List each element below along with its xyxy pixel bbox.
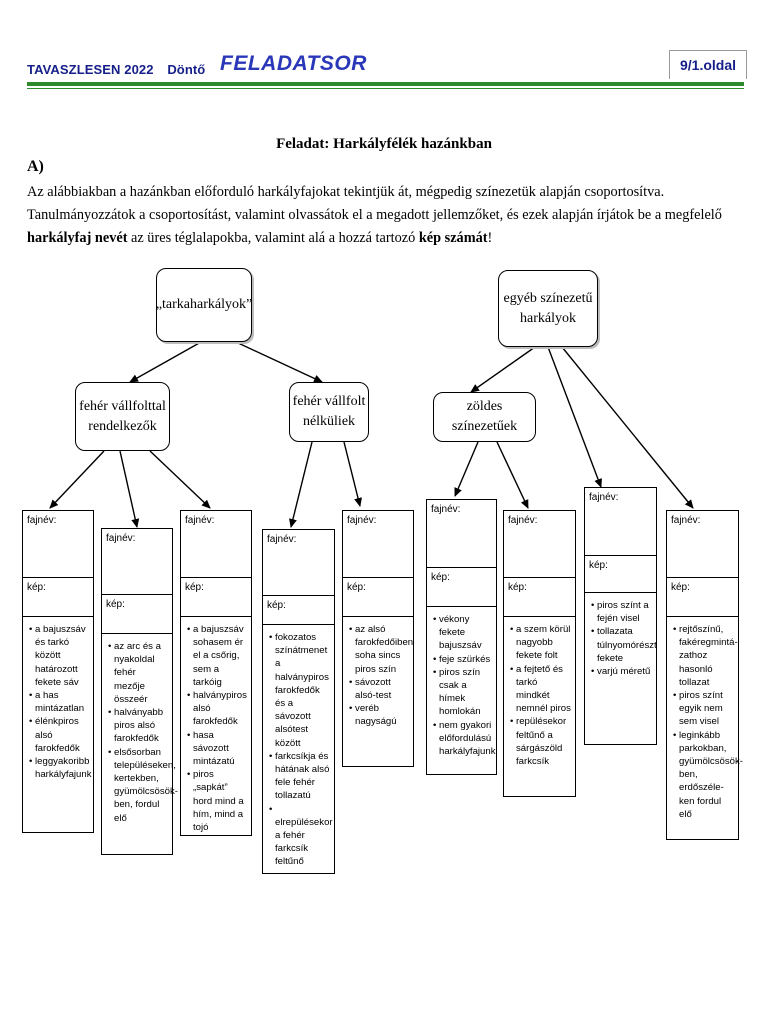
image-field[interactable]: kép: bbox=[181, 578, 251, 617]
node-label: „tarkaharkályok” bbox=[155, 297, 253, 312]
card-description: • fokozatos színátmenet a halványpiros f… bbox=[269, 632, 333, 868]
arrow bbox=[496, 441, 529, 509]
image-field[interactable]: kép: bbox=[667, 578, 738, 617]
image-label: kép: bbox=[106, 599, 125, 610]
competition-name: TAVASZLESEN 2022 bbox=[27, 62, 154, 77]
arrow bbox=[149, 450, 211, 509]
image-field[interactable]: kép: bbox=[263, 596, 334, 625]
name-label: fajnév: bbox=[347, 515, 377, 526]
arrow bbox=[129, 341, 202, 383]
species-card: fajnév: kép: • az alsó farokfedőiben soh… bbox=[342, 510, 414, 767]
header-title: FELADATSOR bbox=[220, 52, 367, 75]
image-label: kép: bbox=[347, 582, 366, 593]
name-field[interactable]: fajnév: bbox=[102, 529, 172, 595]
arrow bbox=[454, 441, 479, 497]
name-label: fajnév: bbox=[671, 515, 701, 526]
card-description: • vékony fekete bajuszsáv• feje szürkés•… bbox=[433, 614, 496, 758]
header-rule bbox=[27, 82, 744, 86]
name-label: fajnév: bbox=[589, 492, 619, 503]
arrow bbox=[235, 341, 323, 383]
species-card: fajnév: kép: • a bajuszsáv és tarkó közö… bbox=[22, 510, 94, 833]
arrow bbox=[289, 441, 313, 528]
species-card: fajnév: kép: • a bajuszsáv sohasem ér el… bbox=[180, 510, 252, 836]
name-field[interactable]: fajnév: bbox=[667, 511, 738, 578]
arrow bbox=[49, 450, 105, 509]
species-card: fajnév: kép: • piros színt a fején visel… bbox=[584, 487, 657, 745]
name-label: fajnév: bbox=[431, 504, 461, 515]
card-description: • rejtőszínű, fakéregmintá-zathoz hasonl… bbox=[673, 624, 743, 820]
page-header: TAVASZLESEN 2022 Döntő FELADATSOR 9/1.ol… bbox=[0, 0, 768, 100]
image-field[interactable]: kép: bbox=[585, 556, 656, 593]
name-field[interactable]: fajnév: bbox=[23, 511, 93, 578]
image-field[interactable]: kép: bbox=[102, 595, 172, 634]
arrow bbox=[343, 441, 362, 507]
task-instructions: Az alábbiakban a hazánkban előforduló ha… bbox=[27, 184, 722, 246]
image-label: kép: bbox=[431, 572, 450, 583]
species-card: fajnév: kép: • az arc és a nyakoldal feh… bbox=[101, 528, 178, 855]
section-label: A) bbox=[27, 158, 44, 175]
node-label: egyéb színezetű harkályok bbox=[503, 290, 593, 326]
name-label: fajnév: bbox=[27, 515, 57, 526]
arrow bbox=[470, 346, 536, 393]
image-field[interactable]: kép: bbox=[343, 578, 413, 617]
name-label: fajnév: bbox=[267, 534, 297, 545]
node-label: fehér vállfolttal rendelkezők bbox=[79, 398, 166, 434]
name-field[interactable]: fajnév: bbox=[504, 511, 575, 578]
image-field[interactable]: kép: bbox=[504, 578, 575, 617]
name-field[interactable]: fajnév: bbox=[181, 511, 251, 578]
image-label: kép: bbox=[589, 560, 608, 571]
species-card: fajnév: kép: • vékony fekete bajuszsáv• … bbox=[426, 499, 497, 775]
header-rule-thin bbox=[27, 88, 744, 89]
node-feher-vallfolttal: fehér vállfolttal rendelkezők bbox=[75, 382, 170, 451]
node-label: fehér vállfolt nélküliek bbox=[292, 394, 366, 429]
task-title: Feladat: Harkályfélék hazánkban bbox=[276, 136, 492, 152]
node-zoldes-szinezetuek: zöldes színezetűek bbox=[433, 392, 536, 442]
name-label: fajnév: bbox=[185, 515, 215, 526]
image-label: kép: bbox=[267, 600, 286, 611]
image-label: kép: bbox=[27, 582, 46, 593]
header-left: TAVASZLESEN 2022 Döntő bbox=[27, 62, 215, 77]
name-label: fajnév: bbox=[508, 515, 538, 526]
card-description: • a bajuszsáv és tarkó között határozott… bbox=[29, 624, 92, 781]
species-card: fajnév: kép: • rejtőszínű, fakéregmintá-… bbox=[666, 510, 743, 840]
node-feher-vallfolt-nelkuliek: fehér vállfolt nélküliek bbox=[289, 382, 369, 442]
image-label: kép: bbox=[671, 582, 690, 593]
round-name: Döntő bbox=[167, 62, 206, 77]
card-description: • piros színt a fején visel• tollazata t… bbox=[591, 600, 657, 678]
name-field[interactable]: fajnév: bbox=[427, 500, 496, 568]
name-field[interactable]: fajnév: bbox=[585, 488, 656, 556]
card-description: • az arc és a nyakoldal fehér mezője öss… bbox=[108, 641, 178, 824]
arrow bbox=[561, 346, 694, 509]
arrow bbox=[119, 450, 140, 528]
arrow bbox=[547, 346, 602, 488]
node-label: zöldes színezetűek bbox=[451, 399, 518, 434]
card-description: • az alsó farokfedőiben soha sincs piros… bbox=[349, 624, 414, 728]
name-field[interactable]: fajnév: bbox=[343, 511, 413, 578]
species-card: fajnév: kép: • a szem körül nagyobb feke… bbox=[503, 510, 576, 797]
page-number: 9/1.oldal bbox=[669, 50, 747, 79]
name-field[interactable]: fajnév: bbox=[263, 530, 334, 596]
card-description: • a szem körül nagyobb fekete folt• a fe… bbox=[510, 624, 571, 768]
name-label: fajnév: bbox=[106, 533, 136, 544]
image-field[interactable]: kép: bbox=[427, 568, 496, 607]
node-egyeb-szinezetu: egyéb színezetű harkályok bbox=[498, 270, 598, 347]
image-label: kép: bbox=[185, 582, 204, 593]
image-field[interactable]: kép: bbox=[23, 578, 93, 617]
species-card: fajnév: kép: • fokozatos színátmenet a h… bbox=[262, 529, 335, 874]
node-tarkaharkalyok: „tarkaharkályok” bbox=[156, 268, 252, 342]
image-label: kép: bbox=[508, 582, 527, 593]
card-description: • a bajuszsáv sohasem ér el a csőrig, se… bbox=[187, 624, 247, 834]
